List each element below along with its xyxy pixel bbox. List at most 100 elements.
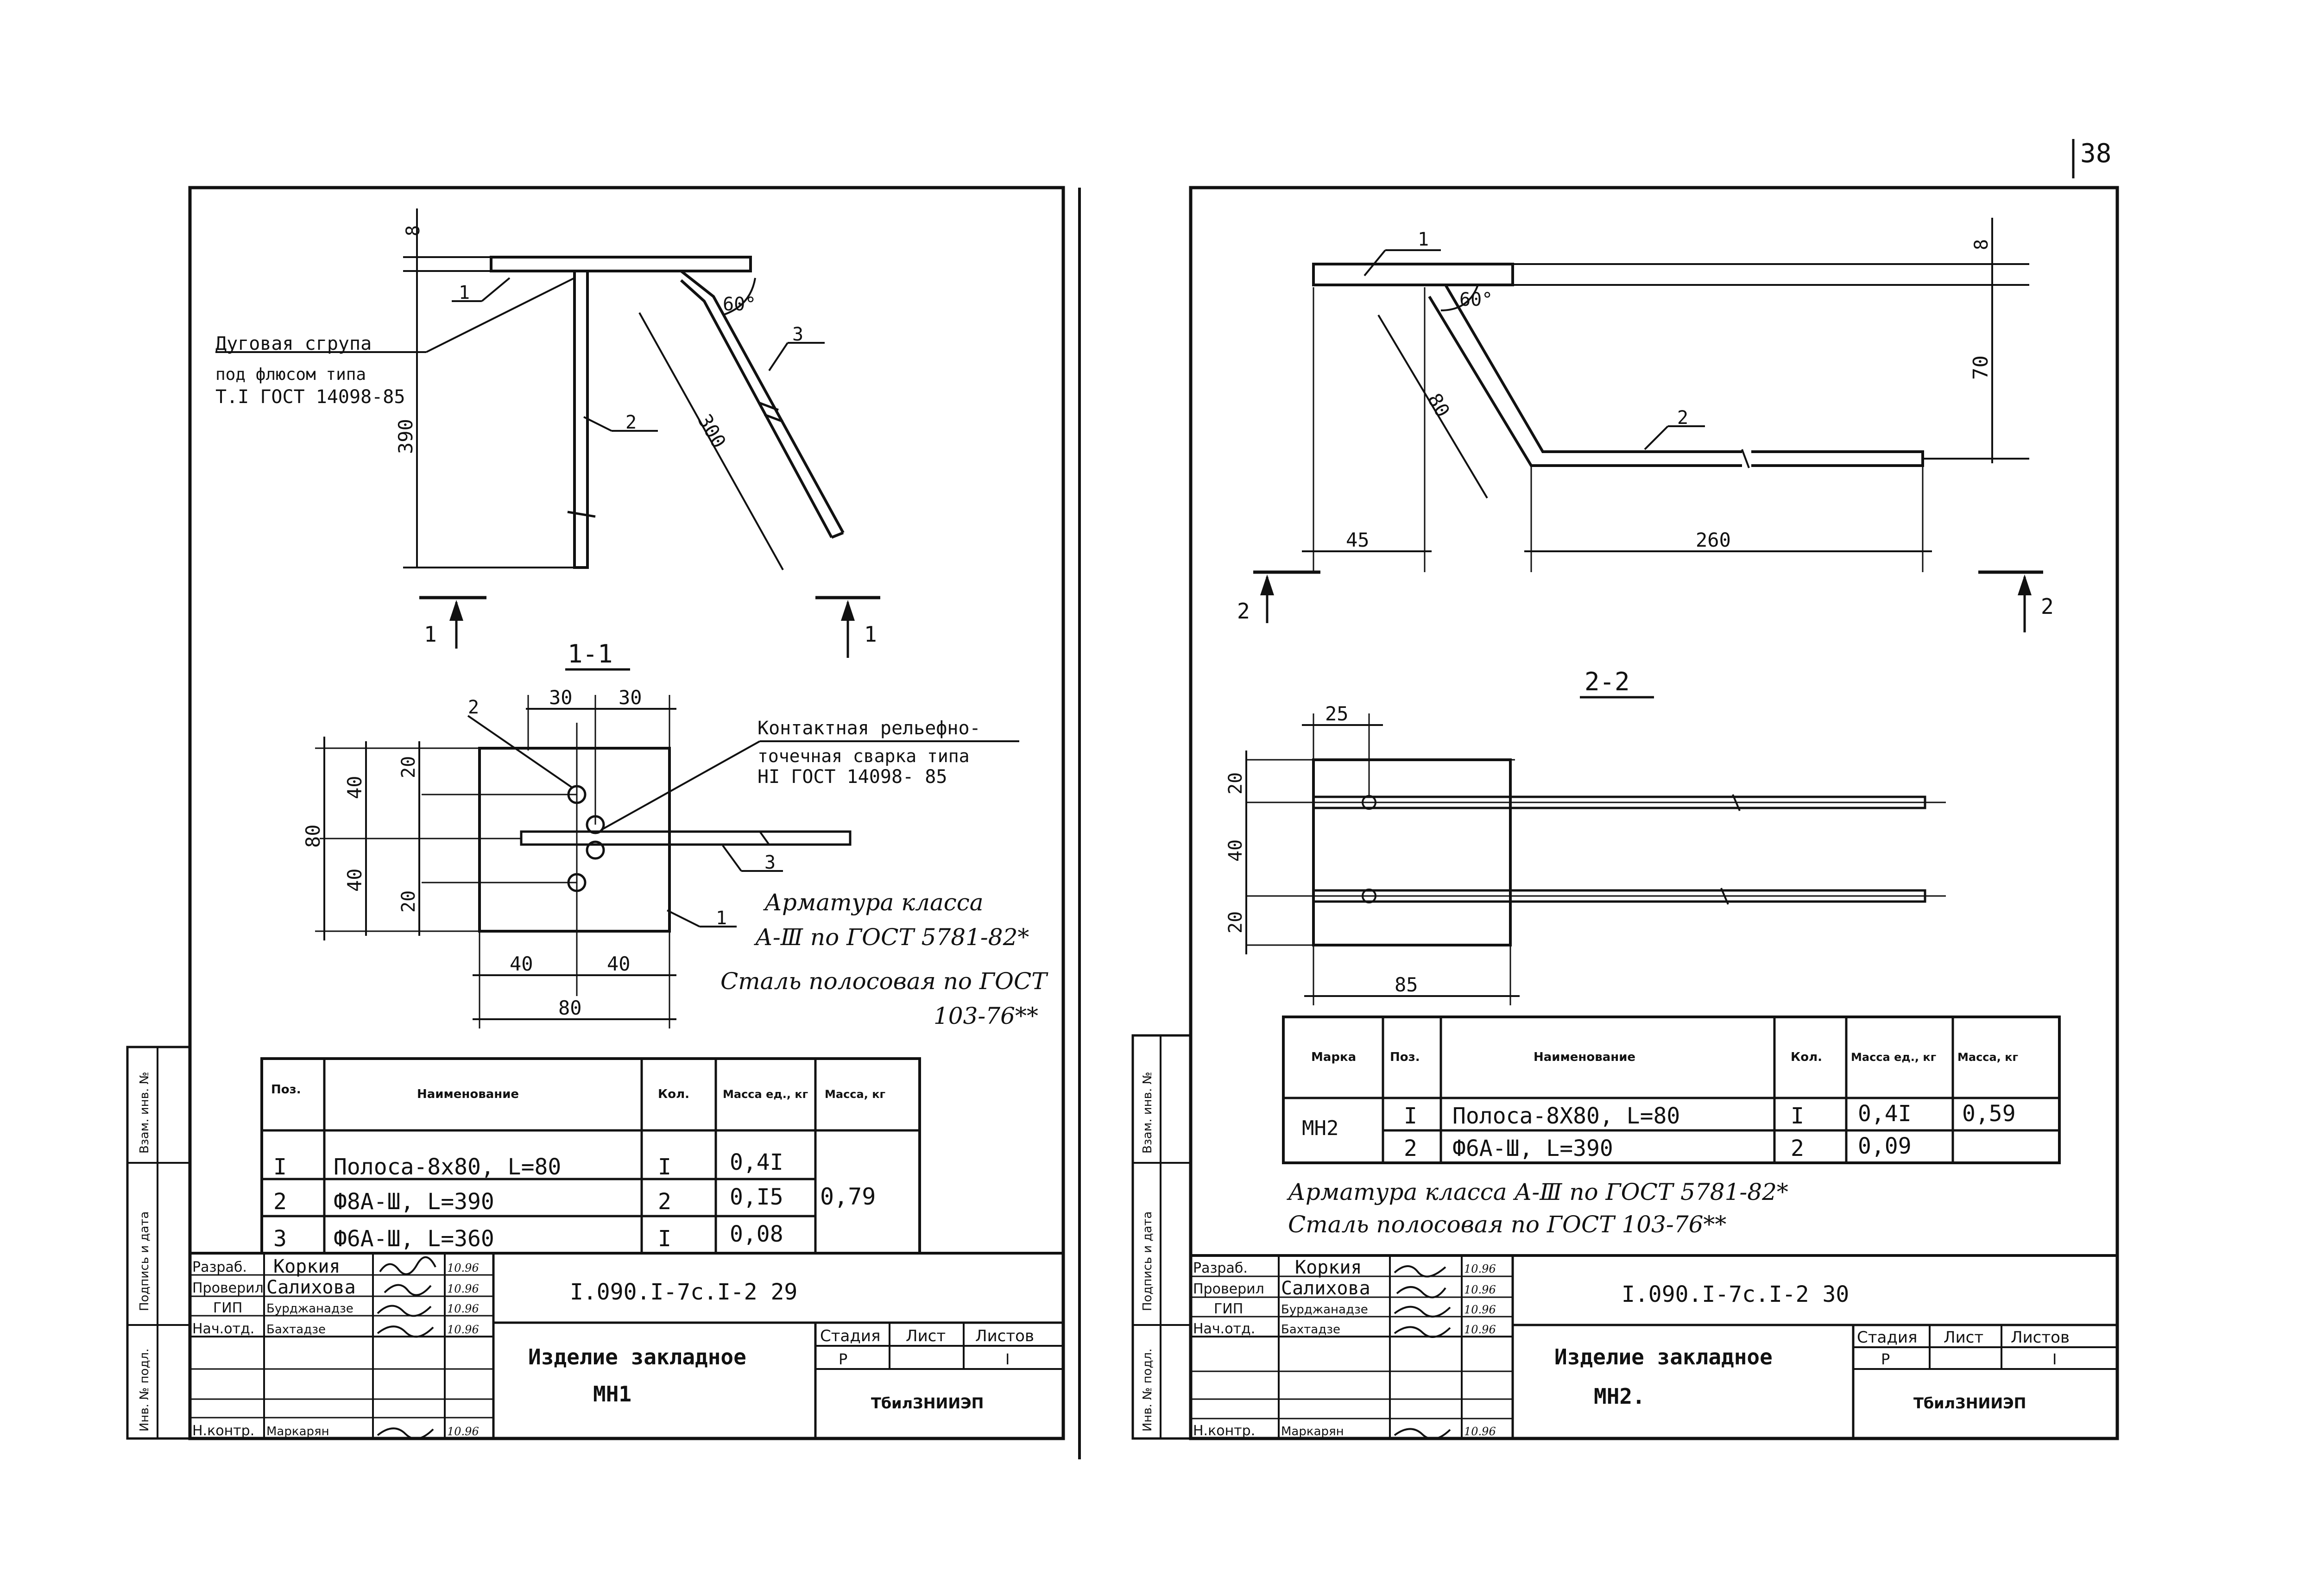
right-r1-qty: I <box>1791 1103 1804 1129</box>
left-th-name: Наименование <box>417 1087 519 1101</box>
right-role-3: Нач.отд. <box>1193 1321 1255 1337</box>
right-section-plate <box>1312 758 1512 946</box>
left-date-3: 10.96 <box>447 1323 479 1336</box>
right-dim-s40: 40 <box>1225 839 1246 862</box>
section-callout-2: 2 <box>468 697 479 718</box>
section-callout-3: 3 <box>764 852 776 873</box>
right-r1-mass: 0,4I <box>1858 1101 1912 1127</box>
left-th-mass: Масса, кг <box>825 1088 885 1101</box>
dim-b-40b: 40 <box>607 953 631 975</box>
left-date-1: 10.96 <box>447 1282 479 1295</box>
right-sheets: I <box>2052 1350 2057 1368</box>
left-side-label-3: Взам. инв. № <box>138 1072 151 1154</box>
left-name-1: Салихова <box>266 1277 356 1298</box>
right-plate-1 <box>1312 263 1514 286</box>
right-side-label-2: Подпись и дата <box>1141 1211 1155 1311</box>
left-th-qty: Кол. <box>658 1087 689 1101</box>
dim-top-30a: 30 <box>549 686 573 709</box>
dim-b-80: 80 <box>558 997 582 1019</box>
left-r3-pos: 3 <box>273 1226 287 1252</box>
contact-note-2: точечная сварка типа <box>757 746 970 766</box>
left-r1-name: Полоса-8х80, L=80 <box>334 1154 561 1180</box>
right-role-0: Разраб. <box>1193 1260 1248 1276</box>
left-rebar-note-3: Сталь полосовая по ГОСТ <box>720 968 1048 995</box>
right-dim-s85: 85 <box>1395 973 1418 996</box>
left-rebar-note-1: Арматура класса <box>763 889 984 916</box>
left-stage: Р <box>839 1350 847 1368</box>
weld-note-1: Дуговая сгрупа <box>215 333 372 354</box>
left-section-label: 1-1 <box>568 639 613 669</box>
left-signature-1 <box>379 1256 436 1275</box>
right-date-1: 10.96 <box>1464 1283 1496 1296</box>
right-rebar-note-2: Сталь полосовая по ГОСТ 103-76** <box>1288 1211 1726 1238</box>
left-sheet-header: Лист <box>906 1327 946 1345</box>
left-rebar-note-2: А-Ⅲ по ГОСТ 5781-82* <box>754 924 1029 951</box>
right-dim-h70: 70 <box>1969 355 1993 380</box>
right-doc-code: I.090.I-7c.I-2 30 <box>1622 1281 1849 1307</box>
right-stage: Р <box>1881 1350 1890 1368</box>
left-callout-3: 3 <box>792 324 803 345</box>
right-org: ТбилЗНИИЭП <box>1913 1394 2026 1412</box>
left-th-pos: Поз. <box>271 1083 301 1097</box>
right-signature-2 <box>1396 1286 1446 1299</box>
left-callout-1: 1 <box>459 282 470 303</box>
right-date-0: 10.96 <box>1464 1262 1496 1275</box>
weld-note-3: Т.I ГОСТ 14098-85 <box>215 386 405 408</box>
right-dim-s20b: 20 <box>1225 911 1246 934</box>
left-name-2: Бурджанадзе <box>266 1302 353 1316</box>
right-spec-table: Марка Поз. Наименование Кол. Масса ед., … <box>1282 1016 2061 1238</box>
right-dim-diag80: 80 <box>1423 390 1454 421</box>
right-name-2: Бурджанадзе <box>1281 1303 1368 1317</box>
right-r2-pos: 2 <box>1404 1135 1417 1161</box>
left-cut-label-b: 1 <box>864 622 877 647</box>
left-stage-header: Стадия <box>820 1327 880 1345</box>
left-r2-name: Ф8А-Ш, L=390 <box>334 1189 494 1215</box>
right-dim-w260: 260 <box>1696 529 1731 551</box>
left-spec-table: Поз. Наименование Кол. Масса ед., кг Мас… <box>260 1057 921 1255</box>
left-angle: 60° <box>723 294 756 315</box>
left-name-6: Маркарян <box>266 1425 329 1438</box>
left-callout-2: 2 <box>625 412 637 433</box>
right-dim-w45: 45 <box>1346 529 1370 551</box>
right-signature-3 <box>1394 1306 1451 1318</box>
left-r3-mass: 0,08 <box>730 1221 783 1247</box>
right-side-label-1: Инв. № подл. <box>1141 1349 1155 1432</box>
section-bar-3 <box>520 830 852 846</box>
dim-v-40a: 40 <box>343 776 366 799</box>
right-dim-plate-thk: 8 <box>1971 239 1992 250</box>
contact-note-3: НI ГОСТ 14098- 85 <box>757 766 947 788</box>
right-mark: МН2. <box>1594 1384 1645 1409</box>
right-rebar-note-1: Арматура класса А-Ⅲ по ГОСТ 5781-82* <box>1287 1179 1788 1205</box>
left-elevation: 8 390 300 60° 1 2 3 Дуговая сгрупа <box>215 208 880 658</box>
left-doc-code: I.090.I-7c.I-2 29 <box>570 1279 797 1305</box>
section-callout-1: 1 <box>716 908 727 929</box>
left-r1-pos: I <box>273 1154 287 1180</box>
dim-b-40a: 40 <box>510 953 533 975</box>
left-signature-3 <box>377 1305 432 1317</box>
right-th-mass: Масса, кг <box>1957 1051 2018 1064</box>
right-sheets-header: Листов <box>2011 1328 2070 1347</box>
dim-v-80: 80 <box>302 824 324 848</box>
right-th-qty: Кол. <box>1791 1050 1822 1064</box>
right-name-0: Коркия <box>1295 1257 1362 1278</box>
right-sheet-header: Лист <box>1944 1328 1983 1347</box>
left-signature-4 <box>377 1325 434 1338</box>
right-cut-label-b: 2 <box>2041 594 2054 619</box>
left-r3-qty: I <box>658 1226 671 1252</box>
left-role-1: Проверил <box>192 1280 264 1296</box>
right-name-3: Бахтадзе <box>1281 1323 1340 1337</box>
left-r2-qty: 2 <box>658 1189 671 1215</box>
left-side-strip <box>126 1046 191 1440</box>
left-r3-name: Ф6А-Ш, L=360 <box>334 1226 494 1252</box>
right-r2-name: Ф6А-Ш, L=390 <box>1452 1135 1613 1161</box>
left-sheets-header: Листов <box>975 1327 1034 1345</box>
left-signature-2 <box>384 1284 432 1296</box>
right-sheet: Инв. № подл. Подпись и дата Взам. инв. №… <box>1131 186 2119 1440</box>
left-side-label-2: Подпись и дата <box>138 1211 151 1311</box>
right-r2-mass: 0,09 <box>1858 1133 1912 1159</box>
left-role-2: ГИП <box>213 1300 242 1316</box>
weld-note-2: под флюсом типа <box>215 365 366 384</box>
right-callout-2: 2 <box>1677 407 1688 429</box>
right-r2-qty: 2 <box>1791 1135 1804 1161</box>
right-elevation: 8 70 80 60° 45 260 1 2 <box>1237 218 2054 632</box>
